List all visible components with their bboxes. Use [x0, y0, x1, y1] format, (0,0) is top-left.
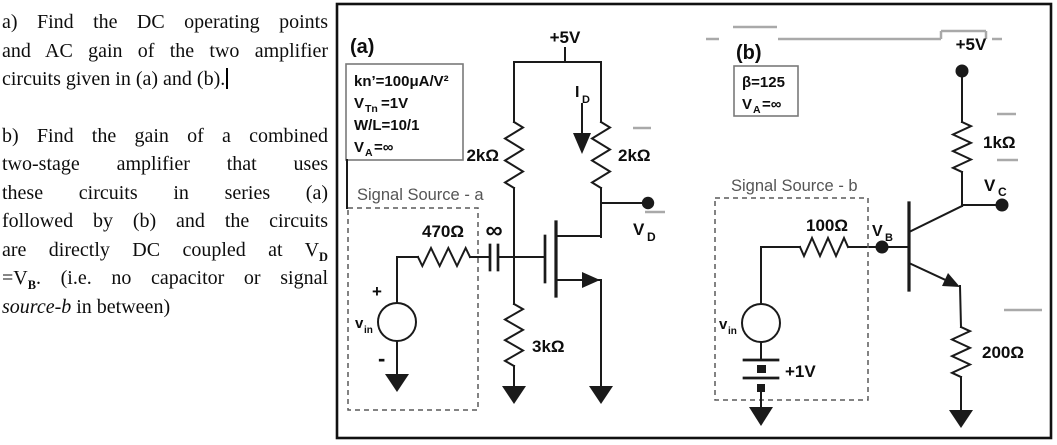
signal-source-a: Signal Source - a 470Ω + v in -: [347, 186, 484, 411]
current-arrow-head: [573, 133, 591, 154]
vc-label-sub: C: [998, 185, 1007, 199]
text-cursor: [226, 68, 229, 89]
node-dot-vc: [995, 198, 1009, 212]
text-line: followed by (b) and the circuits: [2, 210, 328, 232]
text-line: source-b in between): [2, 295, 171, 318]
param-vtn-sub: Tn: [365, 103, 378, 115]
plus-sign: +: [372, 282, 382, 301]
ground-icon: [589, 386, 613, 404]
vin-source-b: [741, 303, 781, 343]
signal-source-a-label: Signal Source - a: [357, 186, 484, 204]
vin-a-sub: in: [364, 325, 373, 336]
minus-sign: -: [378, 346, 385, 371]
figure-border: [335, 2, 1053, 440]
text-line: these circuits in series (a): [2, 181, 328, 204]
param-beta: β=125: [742, 74, 785, 91]
signal-source-b-box: [714, 197, 869, 401]
vin-a-base: v: [355, 315, 364, 332]
vb-label-base: V: [872, 223, 883, 240]
param-va-rest: =∞: [374, 139, 394, 156]
collector-wire: [907, 204, 964, 234]
source-arrow-head: [582, 272, 600, 288]
vd-label-base: V: [633, 220, 645, 239]
resistor-1k: [950, 120, 974, 174]
text-line: =VB. (i.e. no capacitor or signal: [2, 267, 328, 292]
resistor-3k: [502, 302, 526, 368]
resistor-2k-right-label: 2kΩ: [618, 146, 651, 165]
emitter-arrow-head: [942, 273, 960, 287]
param-va-base: V: [354, 139, 364, 156]
emitter-wire: [907, 261, 954, 285]
resistor-200-label: 200Ω: [982, 343, 1024, 362]
params-box-b: [733, 65, 799, 117]
param-kn: kn’=100μA/V²: [354, 73, 449, 90]
ground-icon: [502, 386, 526, 404]
node-dot-vd: [641, 196, 655, 210]
problem-paragraph-b[interactable]: b) Find the gain of a combined two-stage …: [2, 122, 328, 322]
resistor-470-label: 470Ω: [422, 222, 464, 241]
ground-icon: [949, 410, 973, 428]
nmos-transistor: [513, 220, 613, 404]
circuit-b: (b) β=125 V A =∞ +5V 1kΩ V C: [714, 35, 1024, 428]
wire: [958, 284, 963, 329]
vc-label-base: V: [984, 176, 996, 195]
supply-label-a: +5V: [550, 28, 581, 47]
scan-artifacts: [633, 25, 1042, 312]
problem-statement: a) Find the DC operating points and AC ga…: [2, 8, 328, 321]
param-va-b-sub: A: [753, 104, 761, 116]
params-box-a: [345, 63, 464, 161]
param-wl: W/L=10/1: [354, 117, 419, 134]
resistor-3k-label: 3kΩ: [532, 337, 565, 356]
battery-label: +1V: [785, 362, 816, 381]
ground-icon: [749, 407, 773, 426]
resistor-2k-left-label: 2kΩ: [466, 146, 499, 165]
current-id-sub: D: [582, 94, 590, 106]
resistor-1k-label: 1kΩ: [983, 133, 1016, 152]
ground-icon: [385, 374, 409, 392]
text-line: are directly DC coupled at VD: [2, 238, 328, 264]
npn-transistor: V B: [848, 201, 964, 329]
node-dot-supply: [955, 64, 969, 78]
battery-square: [757, 365, 766, 373]
signal-source-b-label: Signal Source - b: [731, 177, 858, 195]
current-id-base: I: [575, 84, 579, 101]
signal-source-a-box: [347, 207, 479, 411]
resistor-200: [949, 325, 973, 379]
vin-source-a: [377, 302, 417, 342]
resistor-470: [416, 245, 472, 269]
coupling-capacitor: ∞: [469, 217, 515, 272]
text-line: circuits given in (a) and (b).: [2, 65, 328, 94]
circuit-a-label: (a): [350, 36, 374, 58]
supply-label-b: +5V: [956, 35, 987, 54]
resistor-100: [798, 235, 850, 259]
vin-b-base: v: [719, 316, 728, 333]
text-line: two-stage amplifier that uses: [2, 153, 328, 175]
problem-paragraph-a[interactable]: a) Find the DC operating points and AC ga…: [2, 8, 328, 94]
param-vtn-rest: =1V: [381, 95, 408, 112]
text-line: b) Find the gain of a combined: [2, 124, 328, 147]
capacitor-infinity-label: ∞: [485, 217, 502, 244]
vd-label-sub: D: [647, 230, 656, 244]
resistor-2k-right: [590, 120, 612, 190]
circuit-b-label: (b): [736, 42, 762, 64]
param-va-b-rest: =∞: [762, 96, 782, 113]
node-dot-vb: [875, 240, 889, 254]
battery-icon: [742, 358, 780, 392]
vin-b-sub: in: [728, 326, 737, 337]
param-va-b-base: V: [742, 96, 752, 113]
resistor-100-label: 100Ω: [806, 216, 848, 235]
circuit-a: (a) kn’=100μA/V² V Tn =1V W/L=10/1 V A =…: [345, 28, 656, 411]
param-vtn-base: V: [354, 95, 364, 112]
resistor-2k-left: [503, 120, 525, 190]
signal-source-b: Signal Source - b 100Ω v in +1V: [714, 177, 869, 426]
param-va-sub: A: [365, 147, 373, 159]
text-line: a) Find the DC operating points: [2, 11, 328, 33]
text-line: and AC gain of the two amplifier: [2, 39, 328, 62]
vb-label-sub: B: [885, 232, 893, 244]
battery-square: [757, 384, 765, 392]
